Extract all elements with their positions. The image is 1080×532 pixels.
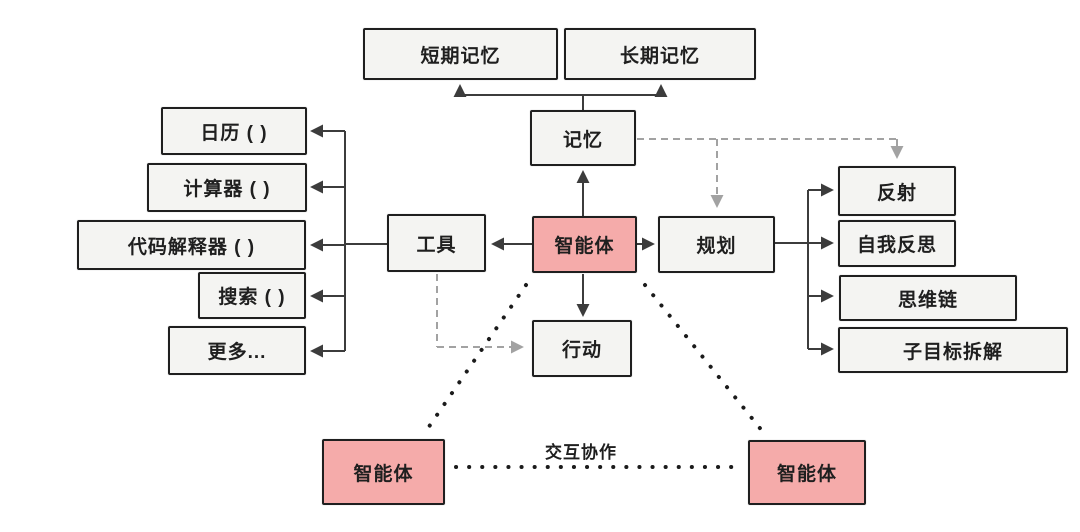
dotted-connectors	[424, 283, 765, 469]
node-tools-hub: 工具	[387, 214, 486, 272]
node-planning-hub: 规划	[658, 216, 775, 273]
node-tool-calculator: 计算器 ( )	[147, 163, 307, 212]
node-self-reflection: 自我反思	[838, 220, 956, 267]
node-tool-search: 搜索 ( )	[198, 272, 306, 319]
node-chain-of-thought: 思维链	[839, 275, 1017, 321]
node-tool-code-interpreter: 代码解释器 ( )	[77, 220, 306, 270]
solid-connectors	[310, 84, 834, 358]
node-agent-bottom-left: 智能体	[322, 439, 445, 505]
node-tool-more: 更多...	[168, 326, 306, 375]
collaboration-label: 交互协作	[545, 443, 617, 462]
node-memory: 记忆	[530, 110, 636, 166]
node-long-term-memory: 长期记忆	[564, 28, 756, 80]
node-agent-bottom-right: 智能体	[748, 440, 866, 505]
dashed-connectors	[436, 138, 904, 354]
node-tool-calendar: 日历 ( )	[161, 107, 307, 155]
node-agent-center: 智能体	[532, 216, 637, 273]
node-subgoal-decomposition: 子目标拆解	[838, 327, 1068, 373]
node-action: 行动	[532, 320, 632, 377]
node-reflection: 反射	[838, 166, 956, 216]
node-short-term-memory: 短期记忆	[363, 28, 558, 80]
